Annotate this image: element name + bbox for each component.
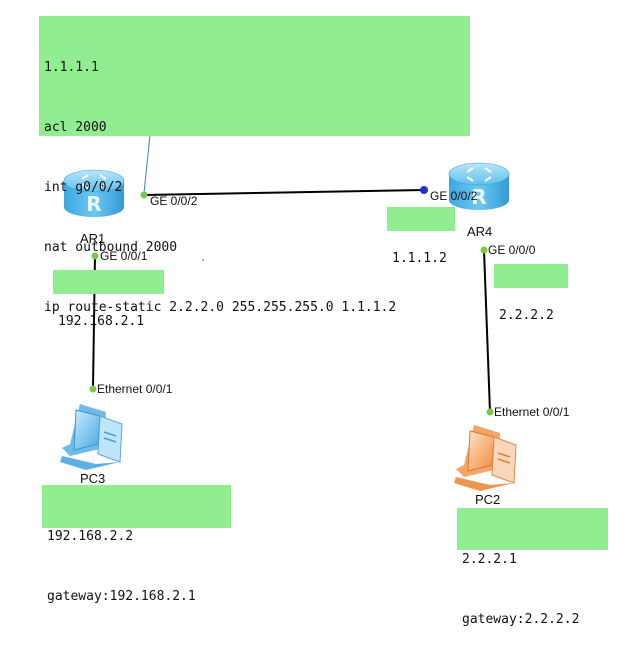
ip-note-ar1-lan: 192.168.2.1 xyxy=(53,270,164,329)
link-ar1-ar4 xyxy=(143,189,425,196)
ip-note-ar4-lan: 2.2.2.2 xyxy=(494,264,568,323)
link-ar4-pc2 xyxy=(483,249,491,413)
config-line: acl 2000 xyxy=(44,120,107,135)
ip-note-pc2: 2.2.2.1 gateway:2.2.2.2 xyxy=(457,508,608,627)
port-dot-active xyxy=(420,186,428,194)
port-dot xyxy=(91,252,99,260)
pc-icon[interactable] xyxy=(60,404,123,470)
ip-note-ar4: 1.1.1.2 xyxy=(387,207,455,266)
pc-icon[interactable] xyxy=(454,425,517,491)
interface-label-pc3-eth: Ethernet 0/0/1 xyxy=(97,382,173,396)
interface-label-ar1-ge002: GE 0/0/2 xyxy=(150,194,198,208)
port-dot xyxy=(480,246,488,254)
config-line: int g0/0/2 xyxy=(44,180,123,195)
port-dot xyxy=(140,191,148,199)
svg-text:R: R xyxy=(471,185,486,209)
interface-label-ar4-ge002: GE 0/0/2 xyxy=(430,189,478,203)
router-icon[interactable]: R xyxy=(448,162,510,210)
interface-label-ar4-ge000: GE 0/0/0 xyxy=(488,243,536,257)
device-name-pc3: PC3 xyxy=(80,471,106,486)
device-name-ar1: AR1 xyxy=(80,231,106,246)
stray-dot xyxy=(202,259,204,261)
svg-text:R: R xyxy=(86,192,101,216)
config-line: ip route-static 2.2.2.0 255.255.255.0 1.… xyxy=(44,300,397,315)
config-line: nat outbound 2000 xyxy=(44,240,178,255)
router-icon[interactable]: R xyxy=(63,169,125,217)
device-name-ar4: AR4 xyxy=(467,224,493,239)
port-dot xyxy=(89,385,97,393)
ip-note-pc3: 192.168.2.2 gateway:192.168.2.1 xyxy=(42,485,231,604)
device-name-pc2: PC2 xyxy=(475,492,501,507)
note-pointer-line xyxy=(143,134,151,194)
config-line: 1.1.1.1 xyxy=(44,60,99,75)
topology-diagram: R R xyxy=(39,16,608,627)
port-dot xyxy=(486,408,494,416)
config-note: 1.1.1.1 acl 2000 int g0/0/2 nat outbound… xyxy=(39,16,470,315)
topology-canvas: R R xyxy=(60,134,517,491)
interface-label-pc2-eth: Ethernet 0/0/1 xyxy=(494,405,570,419)
interface-label-ar1-ge001: GE 0/0/1 xyxy=(100,249,148,263)
